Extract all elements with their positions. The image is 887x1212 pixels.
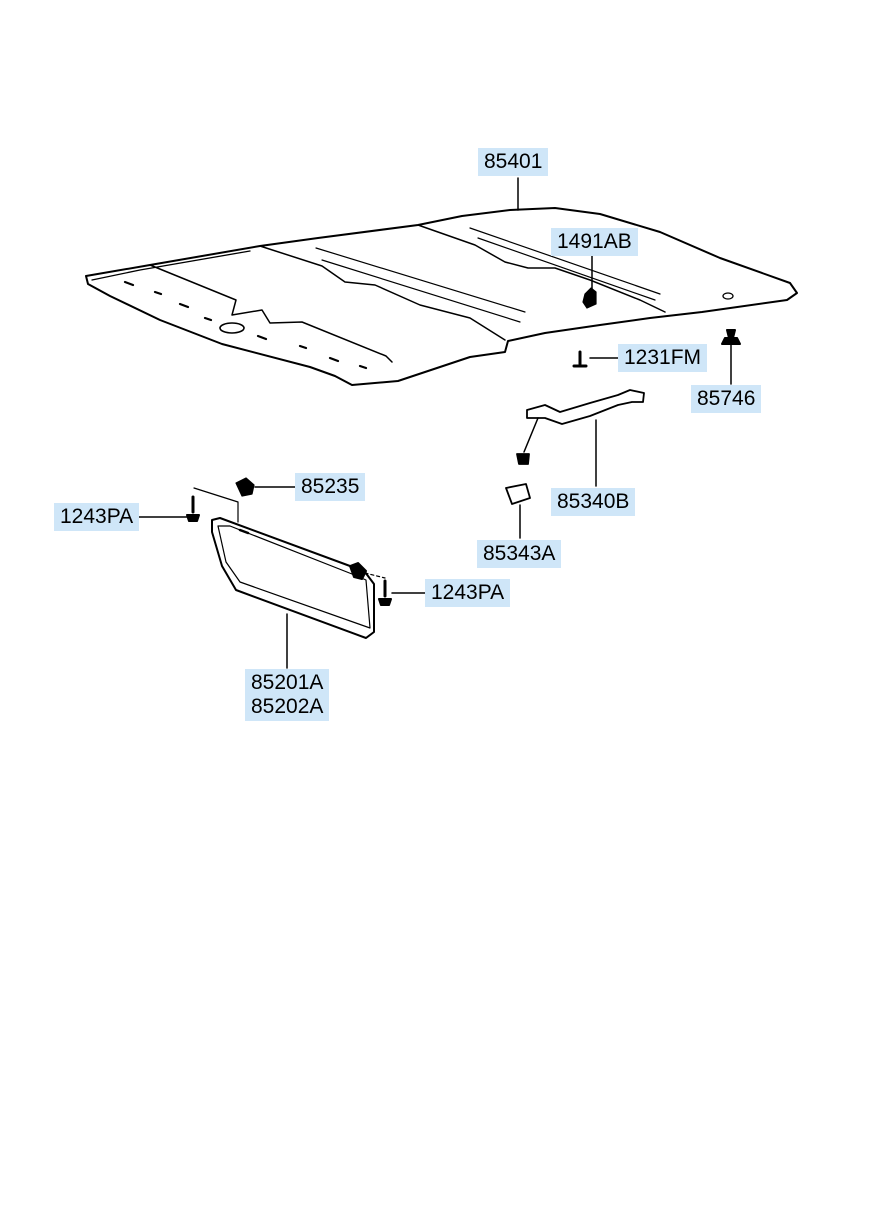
sun-visor (211, 517, 375, 639)
leader-lines (136, 177, 732, 669)
clip-85746 (721, 329, 741, 345)
callout-visor-pair[interactable]: 85201A 85202A (245, 669, 330, 721)
callout-85401[interactable]: 85401 (478, 148, 549, 176)
callout-85235[interactable]: 85235 (295, 473, 366, 501)
callout-1243pa-left[interactable]: 1243PA (54, 503, 140, 531)
callout-85343a[interactable]: 85343A (477, 540, 562, 568)
retainer-85235 (235, 477, 255, 497)
headliner-part (85, 207, 798, 386)
screw-1243pa-right-shape (378, 579, 392, 606)
screw-1231fm (572, 350, 588, 368)
callout-1231fm[interactable]: 1231FM (618, 344, 708, 372)
callout-85340b[interactable]: 85340B (551, 488, 636, 516)
assist-grip (516, 389, 645, 465)
callout-1243pa-right[interactable]: 1243PA (425, 579, 511, 607)
callout-85746[interactable]: 85746 (691, 385, 762, 413)
callout-1491ab[interactable]: 1491AB (551, 228, 638, 256)
cap-85343a (505, 483, 531, 505)
screw-1243pa-left-shape (186, 495, 200, 522)
callout-85201a[interactable]: 85201A (251, 671, 324, 694)
callout-85202a[interactable]: 85202A (251, 695, 324, 718)
